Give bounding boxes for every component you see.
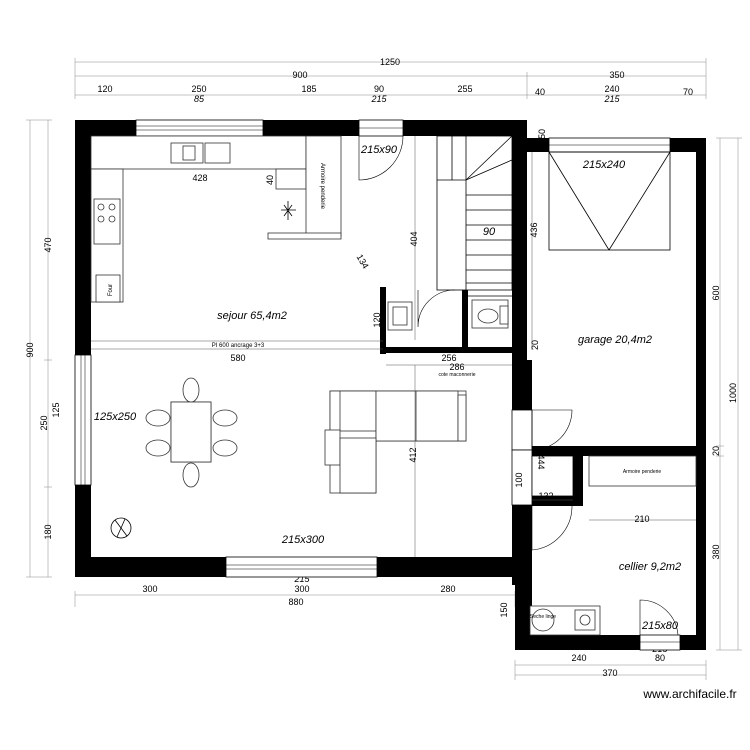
brand-link[interactable]: www.archifacile.fr: [642, 687, 736, 701]
interior-dim-lines: [386, 136, 696, 557]
dim-left-470: 470: [43, 237, 53, 252]
dim-top-40: 40: [535, 87, 545, 97]
dim-right-1000: 1000: [728, 383, 738, 403]
dim-bottom-300a: 300: [142, 584, 157, 594]
dim-top-90: 90: [374, 84, 384, 94]
dim-left-250: 250: [39, 415, 49, 430]
dim-150: 150: [499, 602, 509, 617]
room-garage-label: garage 20,4m2: [578, 334, 652, 346]
windows: [74, 119, 681, 651]
dim-286: 286: [449, 362, 464, 372]
sofa: [324, 390, 467, 494]
label-armoire-cellier: Armoire penderie: [623, 469, 662, 475]
dim-134: 134: [355, 252, 371, 270]
dim-580: 580: [230, 353, 245, 363]
dim-120: 120: [372, 312, 382, 327]
dim-444: 444: [536, 454, 546, 469]
dim-top-185: 185: [301, 84, 316, 94]
dining-table: [145, 377, 238, 488]
dim-garage-width: 350: [609, 70, 624, 80]
dim-cellier-370: 370: [602, 668, 617, 678]
dim-top-240: 240: [604, 84, 619, 94]
cellier-furniture: [529, 455, 697, 636]
dim-132: 132: [538, 491, 553, 501]
dim-bottom-280: 280: [440, 584, 455, 594]
dim-bottom-300b: 300: [294, 584, 309, 594]
dim-right-380: 380: [711, 544, 721, 559]
garage-door: [548, 151, 671, 251]
dim-20-garage: 20: [530, 340, 540, 350]
dim-left-180: 180: [43, 524, 53, 539]
dim-right-20: 20: [711, 446, 721, 456]
opening-cellier-door: 215x80: [641, 620, 679, 632]
dim-100: 100: [514, 472, 524, 487]
label-seche-linge: Seche linge: [530, 614, 556, 620]
dim-428: 428: [192, 173, 207, 183]
dim-top-250: 250: [191, 84, 206, 94]
dim-house-width: 900: [292, 70, 307, 80]
dim-top-85: 85: [194, 94, 205, 104]
right-dimension-lines: [716, 137, 742, 651]
dim-top-255: 255: [457, 84, 472, 94]
room-sejour-label: sejour 65,4m2: [217, 310, 287, 322]
kitchen: [90, 135, 383, 350]
dim-210: 210: [634, 514, 649, 524]
dim-right-600: 600: [711, 285, 721, 300]
room-cellier-label: cellier 9,2m2: [619, 561, 681, 573]
dim-left-125: 125: [51, 402, 61, 417]
dim-412: 412: [408, 447, 418, 462]
label-four: Four: [108, 284, 114, 296]
dim-top-215a: 215: [370, 94, 387, 104]
dim-50: 50: [537, 129, 547, 139]
top-dimension-lines: [74, 58, 707, 99]
dim-90: 90: [483, 226, 496, 238]
dim-left-900: 900: [25, 342, 35, 357]
opening-patio-door: 215x300: [281, 534, 325, 546]
label-armoire-sejour: Armoire penderie: [319, 163, 325, 210]
staircase: [436, 135, 513, 297]
opening-garage-door: 215x240: [582, 159, 626, 171]
walls: [75, 120, 706, 650]
label-cote-maconnerie: cote maconnerie: [439, 372, 476, 378]
dim-cellier-80: 80: [655, 653, 665, 663]
dim-top-120: 120: [97, 84, 112, 94]
dim-436: 436: [529, 222, 539, 237]
dim-40: 40: [265, 175, 275, 185]
plant-icon: [281, 201, 296, 220]
plant-icon: [110, 517, 132, 539]
bottom-dimension-lines: [74, 591, 707, 680]
opening-side-window: 125x250: [94, 411, 137, 423]
dim-404: 404: [409, 231, 419, 246]
dim-256: 256: [441, 353, 456, 363]
bathroom: [387, 299, 509, 331]
dim-total-width: 1250: [380, 57, 400, 67]
dim-top-70: 70: [683, 87, 693, 97]
dim-top-215b: 215: [603, 94, 620, 104]
dim-cellier-240: 240: [571, 653, 586, 663]
doors: [358, 135, 679, 636]
dim-bottom-880: 880: [288, 597, 303, 607]
dim-bottom-215: 215: [293, 574, 310, 584]
opening-kitchen-door: 215x90: [360, 144, 398, 156]
left-dimension-lines: [26, 119, 52, 578]
label-beam: PI 600 ancrage 3+3: [212, 343, 265, 349]
